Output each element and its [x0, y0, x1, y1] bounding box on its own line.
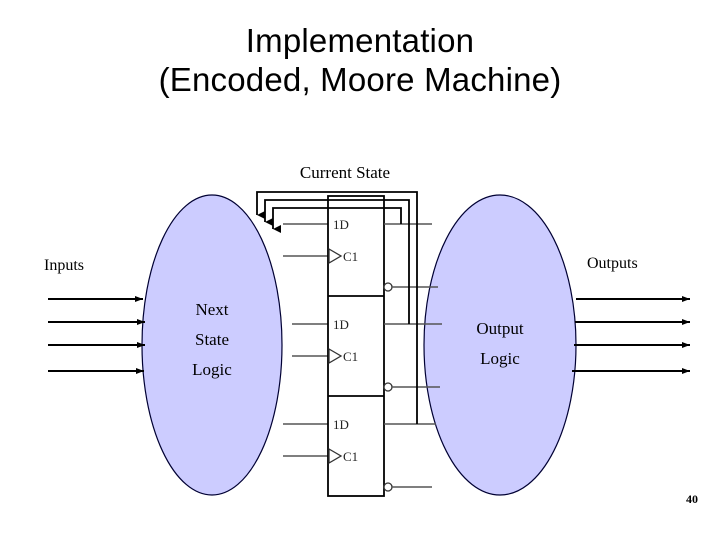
- nsl-to-register-wire-group: [283, 223, 328, 457]
- next-state-logic-label-line-1: Next: [195, 300, 228, 319]
- output-logic-block[interactable]: Output Logic: [423, 194, 577, 496]
- flipflop-3-clock-triangle-icon: [328, 447, 343, 465]
- flipflop-2-clk-label: C1: [343, 349, 358, 364]
- feedback-wire-2: [264, 199, 410, 324]
- next-state-logic-label-line-2: State: [195, 330, 229, 349]
- register-block[interactable]: 1D C1 1D C1 1D C1: [327, 195, 393, 497]
- outputs-label: Outputs: [587, 255, 638, 272]
- flipflop-3-clk-label: C1: [343, 449, 358, 464]
- input-arrow-group: [48, 296, 145, 374]
- output-logic-ellipse[interactable]: [423, 194, 577, 496]
- next-state-logic-block[interactable]: Next State Logic: [141, 194, 283, 496]
- feedback-wire-3: [256, 191, 418, 424]
- flipflop-2-qbar-bubble-icon: [383, 382, 393, 392]
- page-number: 40: [686, 492, 698, 506]
- register-outline[interactable]: [327, 195, 385, 497]
- output-logic-label-line-1: Output: [476, 319, 524, 338]
- flipflop-1-d-label: 1D: [333, 217, 349, 232]
- flipflop-1-clock-triangle-icon: [328, 247, 343, 265]
- next-state-logic-label-line-3: Logic: [192, 360, 232, 379]
- flipflop-3-d-label: 1D: [333, 417, 349, 432]
- current-state-label: Current State: [300, 163, 390, 182]
- flipflop-2-d-label: 1D: [333, 317, 349, 332]
- flipflop-1-qbar-bubble-icon: [383, 282, 393, 292]
- feedback-wire-1: [272, 207, 402, 233]
- flipflop-3-qbar-bubble-icon: [383, 482, 393, 492]
- title-line-2: (Encoded, Moore Machine): [158, 60, 562, 98]
- output-logic-label-line-2: Logic: [480, 349, 520, 368]
- flipflop-1[interactable]: 1D C1: [328, 217, 393, 292]
- flipflop-2[interactable]: 1D C1: [328, 317, 393, 392]
- flipflop-2-clock-triangle-icon: [328, 347, 343, 365]
- current-state-feedback-group: [256, 191, 418, 424]
- title-line-1: Implementation: [245, 22, 475, 59]
- inputs-label: Inputs: [44, 257, 84, 274]
- flipflop-1-clk-label: C1: [343, 249, 358, 264]
- output-arrow-group: [572, 296, 690, 374]
- register-to-output-logic-wire-group: [384, 223, 442, 488]
- page-title: Implementation (Encoded, Moore Machine): [0, 22, 720, 100]
